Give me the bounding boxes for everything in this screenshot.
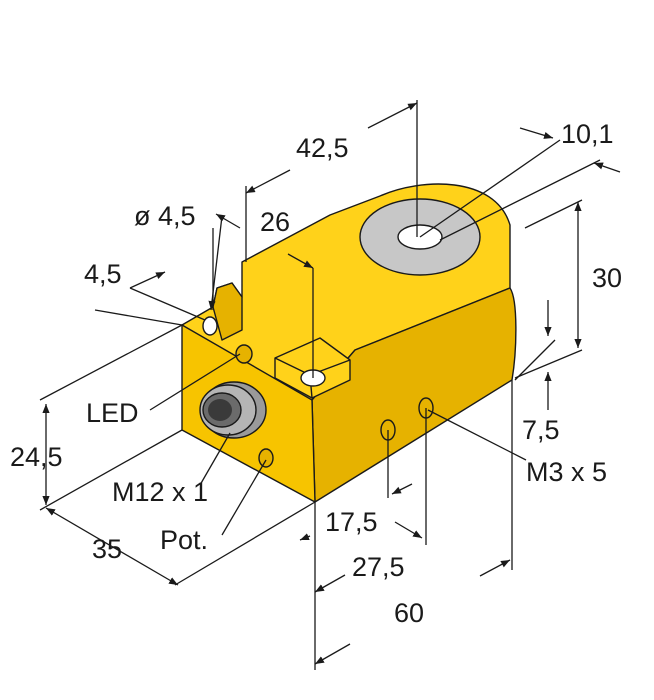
dim-26: 26	[260, 207, 290, 237]
dim-27-5: 27,5	[352, 552, 405, 582]
dim-42-5: 42,5	[296, 133, 349, 163]
housing-side-face	[311, 287, 517, 503]
dimension-texts: 42,5 10,1 ø 4,5 26 4,5 30 7,5 24,5 35 17…	[10, 119, 622, 628]
dim-60: 60	[394, 598, 424, 628]
label-led: LED	[86, 398, 139, 428]
label-pot: Pot.	[160, 525, 208, 555]
dim-hole-diameter: ø 4,5	[134, 201, 196, 231]
front-mount-hole	[202, 316, 218, 336]
dim-4-5: 4,5	[84, 259, 122, 289]
label-connector: M12 x 1	[112, 477, 208, 507]
label-thread: M3 x 5	[526, 457, 607, 487]
potentiometer	[258, 448, 274, 468]
component-labels: LED M12 x 1 Pot. M3 x 5	[86, 398, 607, 555]
mounting-notch	[212, 282, 243, 341]
dim-24-5: 24,5	[10, 442, 63, 472]
dimension-lines	[39, 100, 621, 670]
sensor-housing	[181, 183, 517, 503]
dim-17-5: 17,5	[325, 507, 378, 537]
dim-10-1: 10,1	[561, 119, 614, 149]
led-indicator	[235, 344, 253, 364]
dim-30: 30	[592, 263, 622, 293]
dim-35: 35	[92, 534, 122, 564]
dim-7-5: 7,5	[522, 415, 560, 445]
m12-connector	[199, 381, 267, 439]
